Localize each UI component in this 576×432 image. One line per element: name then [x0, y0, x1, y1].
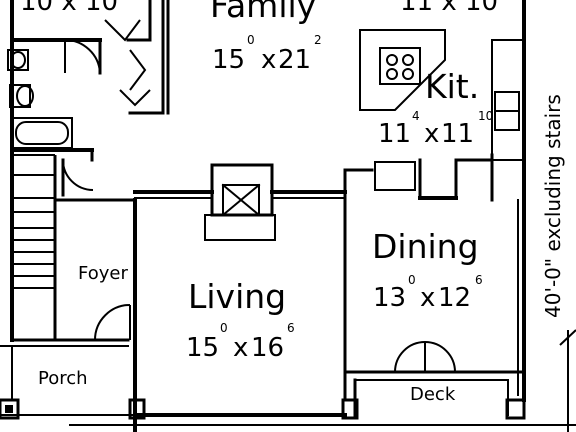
room-labels: 10 x 10 Family 15 0 x 21 2 11 x 10 Kit. … [20, 0, 498, 405]
living-x: x [233, 333, 248, 363]
kitchen-d-sup: 10 [478, 109, 493, 123]
family-d-sup: 2 [314, 33, 322, 47]
family-w: 15 [212, 45, 245, 75]
living-w: 15 [186, 333, 219, 363]
family-x: x [261, 45, 276, 75]
posts [0, 398, 526, 420]
dimension-note: 40'-0" excluding stairs [541, 94, 565, 318]
kitchen-counters [359, 29, 525, 191]
porch-name: Porch [38, 368, 88, 389]
kitchen-w-sup: 4 [412, 109, 420, 123]
dining-name: Dining [372, 227, 479, 266]
kitchen-name: Kit. [425, 67, 479, 106]
kitchen-w: 11 [378, 119, 411, 149]
foyer-name: Foyer [78, 263, 128, 284]
kitchen-x: x [424, 119, 439, 149]
dining-w: 13 [373, 283, 406, 313]
living-d: 16 [251, 333, 284, 363]
family-name: Family [210, 0, 316, 25]
living-name: Living [188, 277, 286, 316]
dining-w-sup: 0 [408, 273, 416, 287]
dining-x: x [420, 283, 435, 313]
kitchen-top-dim: 11 x 10 [400, 0, 498, 17]
stairs [12, 154, 57, 340]
family-d: 21 [278, 45, 311, 75]
kitchen-d: 11 [441, 119, 474, 149]
dining-d: 12 [438, 283, 471, 313]
living-w-sup: 0 [220, 321, 228, 335]
living-d-sup: 6 [287, 321, 295, 335]
bedroom-dim: 10 x 10 [20, 0, 118, 17]
doors [62, 19, 456, 373]
family-w-sup: 0 [247, 33, 255, 47]
dining-d-sup: 6 [475, 273, 483, 287]
bath-fixtures [7, 38, 101, 149]
deck-name: Deck [410, 384, 456, 405]
overall-dimension: 40'-0" excluding stairs [541, 94, 576, 432]
